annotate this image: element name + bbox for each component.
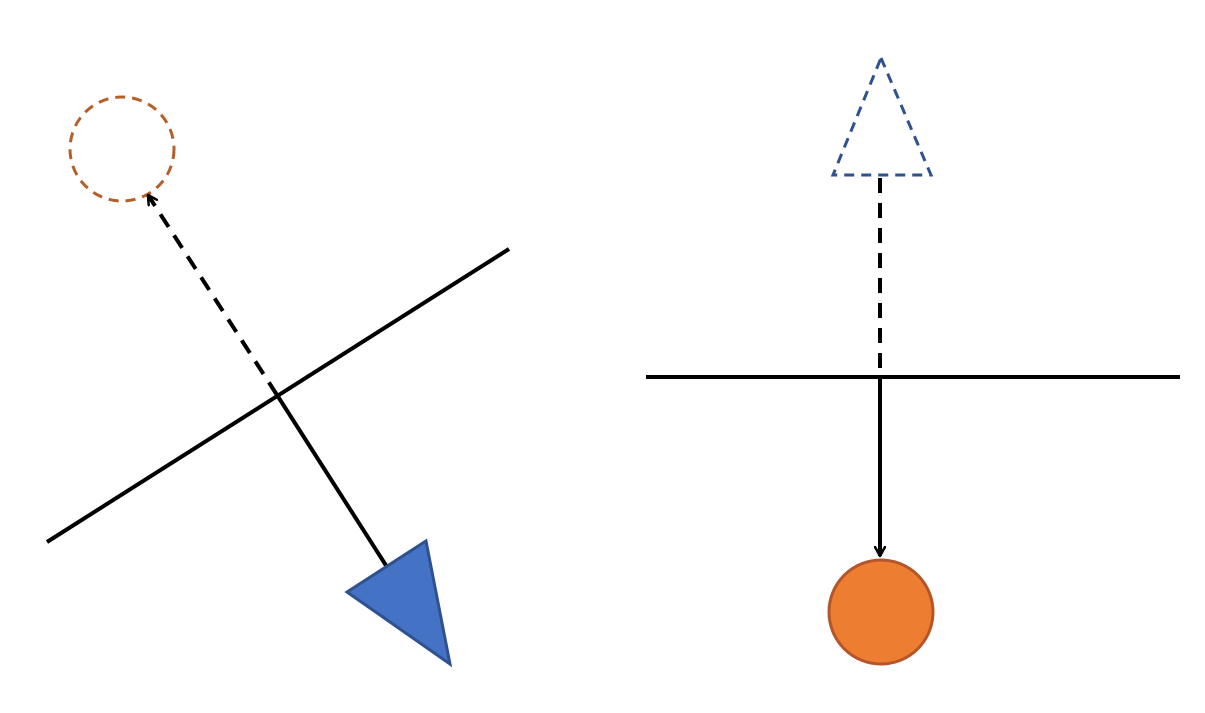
horizontal-panel — [646, 54, 1180, 666]
ghost-triangle — [830, 54, 934, 177]
solid-triangle — [344, 538, 453, 668]
dashed-reflection-arrow — [146, 195, 279, 397]
solid-connector-line — [275, 393, 389, 569]
solid-circle — [827, 558, 935, 666]
rotated-panel — [45, 95, 511, 668]
ghost-circle — [68, 95, 176, 203]
